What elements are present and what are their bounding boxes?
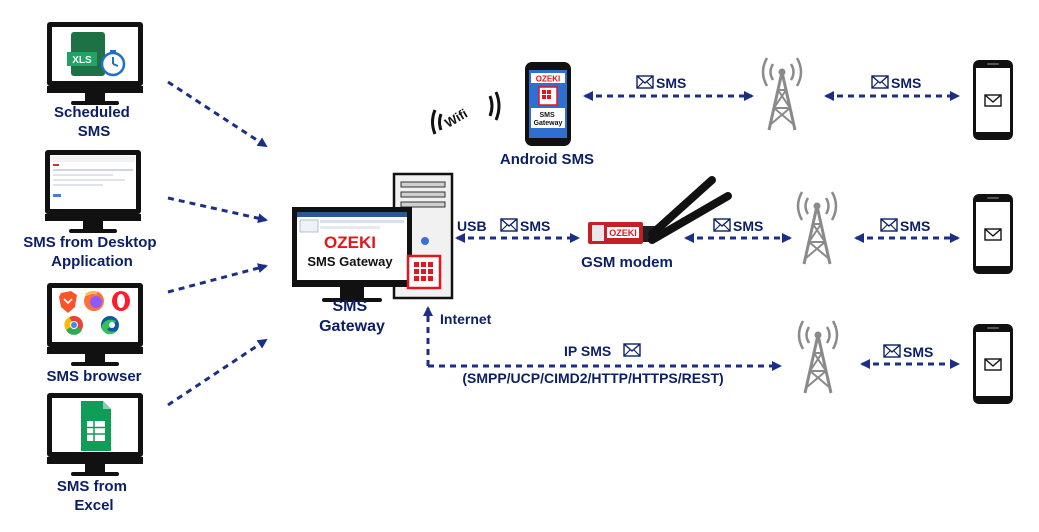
gsm-modem-brand: OZEKI [609,228,637,238]
usb-label: USB [457,218,487,234]
desktop-app-window-icon [51,156,135,197]
arrow-desktop-to-gateway [167,196,268,224]
gateway-screen-title: SMS Gateway [307,254,393,269]
chrome-icon [64,316,83,335]
firefox-icon [84,290,104,311]
envelope-icon [713,218,731,232]
scheduled-sms-label: Scheduled SMS [54,104,134,140]
sms-label-gsm: SMS [733,218,763,234]
envelope-icon [500,218,518,232]
excel-computer [47,393,143,476]
sms-label-tower3: SMS [903,344,933,360]
gateway-screen-brand: OZEKI [324,233,376,252]
source-arrows [167,80,268,407]
wifi-signal-icon [431,91,501,135]
internet-label: Internet [440,311,492,327]
cell-tower-icon [796,190,838,266]
browser-label: SMS browser [46,368,141,385]
mobile-phone-icon [972,193,1014,275]
android-phone-brand: OZEKI [536,75,560,84]
arrow-browser-to-gateway [167,263,268,294]
excel-label: SMS from Excel [57,478,131,514]
google-sheets-icon [81,401,111,451]
android-phone-text: SMS Gateway [534,112,563,127]
browser-icons [59,290,130,335]
desktop-app-computer [45,150,141,233]
android-phone: OZEKI SMS Gateway [525,62,571,146]
sms-label-tower1: SMS [891,75,921,91]
sms-label-android: SMS [656,75,686,91]
opera-icon [112,291,130,311]
mobile-phone-icon [972,323,1014,405]
scheduled-sms-computer: XLS [47,22,143,105]
mobile-phone-icon [972,59,1014,141]
arrow-excel-to-gateway [167,338,268,407]
envelope-icon [623,343,641,357]
desktop-app-label: SMS from Desktop Application [23,234,161,270]
envelope-icon [880,218,898,232]
gateway-computer: OZEKI SMS Gateway [292,172,454,302]
gateway-label: SMS Gateway [319,298,385,335]
edge-icon [101,316,119,335]
arrow-scheduled-to-gateway [167,80,268,148]
gsm-modem-device: OZEKI [588,176,732,244]
gsm-label: GSM modem [581,254,673,271]
xls-badge: XLS [72,55,92,66]
wifi-label: Wifi [442,106,470,131]
cell-tower-icon [797,319,839,395]
xls-clock-icon: XLS [67,32,126,77]
sms-label-tower2: SMS [900,218,930,234]
ozeki-keypad-icon [406,254,442,290]
gateway-monitor: OZEKI SMS Gateway [292,207,412,302]
protocols-label: (SMPP/UCP/CIMD2/HTTP/HTTPS/REST) [462,370,723,386]
brave-icon [59,291,77,313]
browser-computer [47,283,143,366]
envelope-icon [636,75,654,89]
cell-tower-icon [761,56,803,132]
envelope-icon [883,344,901,358]
android-label: Android SMS [500,151,594,168]
envelope-icon [871,75,889,89]
sms-label-usb: SMS [520,218,550,234]
ip-sms-label: IP SMS [564,343,611,359]
